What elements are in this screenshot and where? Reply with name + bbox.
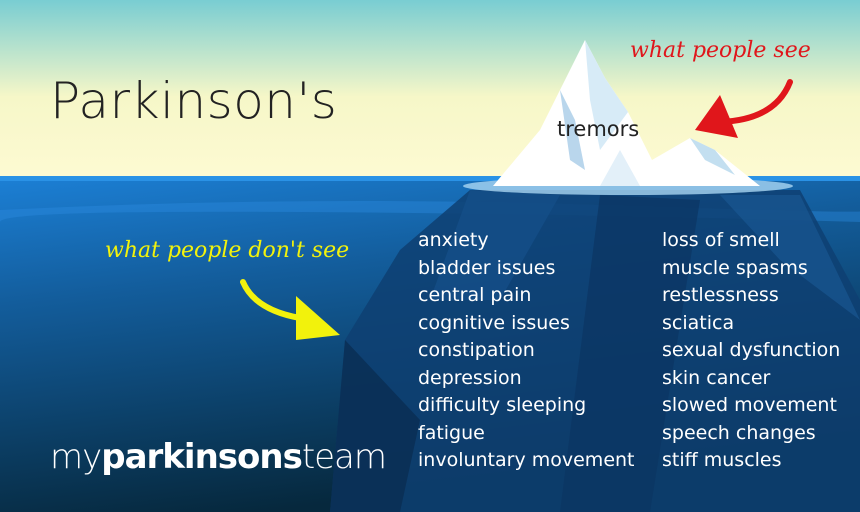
symptom-item: central pain xyxy=(418,284,532,306)
symptom-item: loss of smell xyxy=(662,229,780,251)
symptom-item: sexual dysfunction xyxy=(662,339,841,361)
symptom-item: bladder issues xyxy=(418,256,556,279)
symptom-item: constipation xyxy=(418,339,535,361)
sky xyxy=(0,0,860,176)
logo-prefix: my xyxy=(50,437,102,477)
symptom-item: restlessness xyxy=(662,284,779,306)
logo-suffix: team xyxy=(301,437,387,477)
symptom-item: speech changes xyxy=(662,421,816,444)
logo-main: parkinsons xyxy=(101,437,303,477)
symptom-item: difficulty sleeping xyxy=(418,394,587,416)
iceberg-underwater xyxy=(330,190,860,512)
hidden-symptoms-column-2: loss of smell muscle spasms restlessness… xyxy=(662,227,840,475)
symptom-item: cognitive issues xyxy=(418,311,570,334)
brand-logo: myparkinsonsteam xyxy=(50,437,387,477)
visible-symptom-label: tremors xyxy=(557,117,640,141)
hidden-caption: what people don't see xyxy=(105,238,350,263)
symptom-item: stiff muscles xyxy=(662,449,782,471)
symptom-item: muscle spasms xyxy=(662,256,808,279)
page-title: Parkinson's xyxy=(50,72,338,130)
visible-caption: what people see xyxy=(630,38,811,63)
symptom-item: anxiety xyxy=(418,229,489,251)
symptom-item: sciatica xyxy=(662,311,735,334)
symptom-item: involuntary movement xyxy=(418,449,635,471)
symptom-item: skin cancer xyxy=(662,366,771,389)
hidden-symptoms-column-1: anxiety bladder issues central pain cogn… xyxy=(418,227,635,475)
yellow-arrow-icon xyxy=(240,279,340,340)
iceberg-tip xyxy=(493,40,760,186)
symptom-item: slowed movement xyxy=(662,394,837,416)
symptom-item: fatigue xyxy=(418,421,485,444)
red-arrow-icon xyxy=(695,79,793,138)
symptom-item: depression xyxy=(418,366,522,389)
